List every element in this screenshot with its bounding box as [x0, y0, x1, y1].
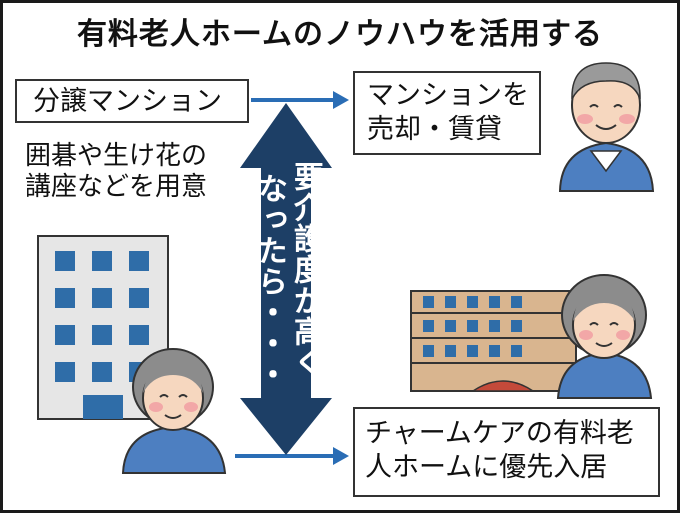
diagram-title: 有料老人ホームのノウハウを活用する — [76, 17, 604, 52]
condo-label: 分譲マンション — [33, 86, 222, 117]
condo-label-box: 分譲マンション — [15, 79, 249, 123]
center-vertical-arrow — [240, 103, 332, 455]
bottom-arrow — [235, 447, 349, 465]
activities-line-2: 講座などを用意 — [25, 172, 208, 202]
elderly-woman-left-icon — [121, 348, 227, 474]
elderly-woman-right-icon — [556, 274, 653, 399]
priority-line-2: 人ホームに優先入居 — [365, 452, 608, 483]
nursing-home-building-icon — [410, 290, 577, 392]
sell-rent-line-1: マンションを — [367, 80, 529, 111]
sell-rent-box: マンションを 売却・賃貸 — [353, 71, 541, 155]
activities-text: 囲碁や生け花の 講座などを用意 — [25, 141, 207, 203]
center-arrow-line-2: なったら・・・ — [252, 173, 287, 390]
diagram-graphics — [37, 62, 655, 474]
elderly-man-icon — [558, 62, 655, 192]
center-arrow-line-1: 要介護度が高く — [288, 161, 323, 378]
priority-box: チャームケアの有料老 人ホームに優先入居 — [353, 407, 660, 497]
sell-rent-line-2: 売却・賃貸 — [367, 114, 502, 145]
top-arrow — [251, 91, 349, 109]
activities-line-1: 囲碁や生け花の — [25, 141, 208, 171]
priority-line-1: チャームケアの有料老 — [365, 418, 634, 449]
